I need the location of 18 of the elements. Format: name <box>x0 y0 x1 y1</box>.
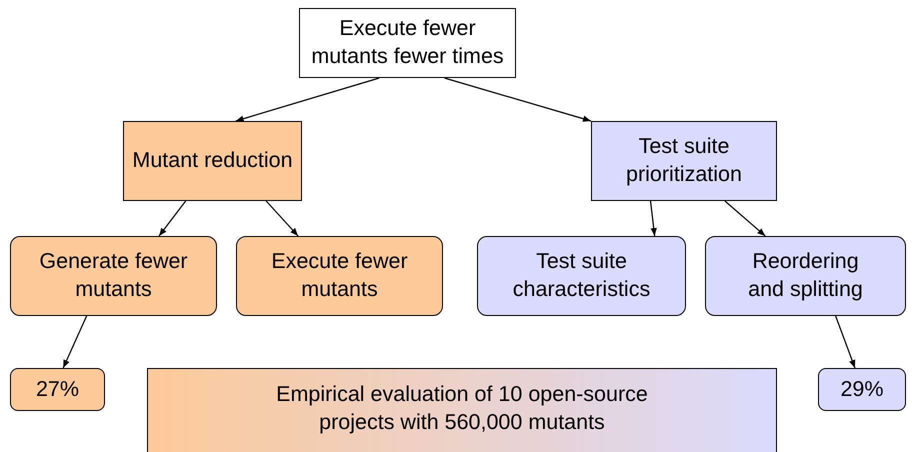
technique-box: Execute fewer mutants <box>236 236 443 316</box>
arrow <box>62 316 88 368</box>
category-box: Mutant reduction <box>123 121 302 201</box>
arrow <box>158 200 186 236</box>
arrow <box>236 77 380 122</box>
result-box: 29% <box>818 368 906 411</box>
technique-box: Generate fewer mutants <box>10 236 217 316</box>
result-box: 27% <box>10 368 105 411</box>
technique-box: Reordering and splitting <box>705 236 906 316</box>
arrow <box>266 200 299 236</box>
arrow <box>650 200 657 236</box>
arrow <box>835 316 856 368</box>
evaluation-box: Empirical evaluation of 10 open-source projects with 560,000 mutants <box>147 368 777 452</box>
arrow <box>444 77 592 122</box>
technique-box: Test suite characteristics <box>477 236 686 316</box>
category-box: Test suite prioritization <box>591 121 777 201</box>
arrow <box>724 200 766 236</box>
goal-box: Execute fewer mutants fewer times <box>299 8 516 78</box>
